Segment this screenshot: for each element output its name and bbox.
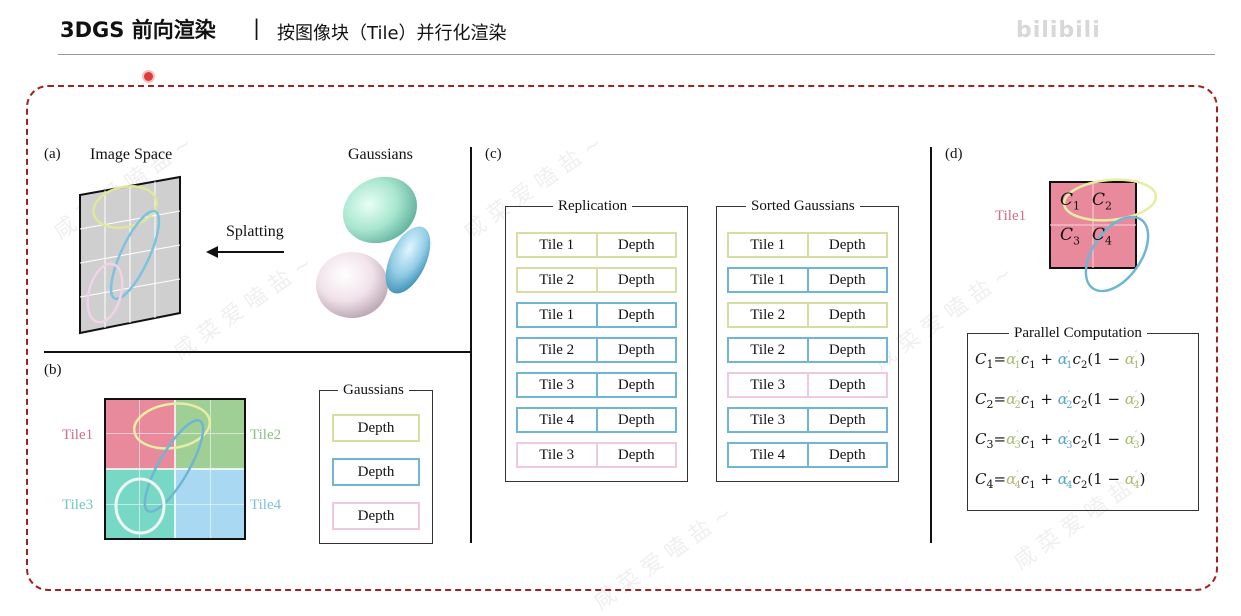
sorted-tile-id: Tile 2	[729, 304, 809, 326]
replication-depth: Depth	[617, 271, 655, 288]
sorted-tile-id: Tile 2	[729, 339, 809, 361]
panel-d-label: (d)	[945, 146, 963, 162]
sorted-row: Tile 1 Depth	[727, 267, 888, 293]
pixel-c4: C4	[1092, 225, 1113, 248]
sorted-depth: Depth	[828, 306, 866, 323]
replication-tile-id: Tile 3	[518, 374, 598, 396]
replication-tile-id: Tile 1	[518, 304, 598, 326]
equation-subscript: 3	[986, 438, 994, 451]
sorted-tile-id: Tile 1	[729, 269, 809, 291]
equation-subscript: 1	[986, 358, 994, 371]
equation-lhs: C	[975, 390, 987, 408]
sorted-row: Tile 4 Depth	[727, 442, 888, 468]
equation-lhs: C	[975, 350, 987, 368]
bilibili-logo: bilibili	[1016, 18, 1101, 43]
replication-tile-id: Tile 2	[518, 269, 598, 291]
tile1-label: Tile1	[62, 427, 94, 443]
replication-depth: Depth	[617, 411, 655, 428]
panel-a-illustration	[79, 175, 431, 335]
sorted-row: Tile 3 Depth	[727, 407, 888, 433]
panel-a-label: (a)	[44, 146, 61, 162]
sorted-depth: Depth	[828, 411, 866, 428]
sorted-depth: Depth	[828, 446, 866, 463]
pixel-c3: C3	[1060, 225, 1081, 248]
equation-lhs: C	[975, 470, 987, 488]
pixel-c1: C1	[1060, 190, 1081, 213]
sorted-depth: Depth	[828, 341, 866, 358]
parallel-computation-title: Parallel Computation	[1009, 325, 1147, 342]
sorted-depth: Depth	[828, 271, 866, 288]
sorted-depth: Depth	[828, 376, 866, 393]
sorted-tile-id: Tile 1	[729, 234, 809, 256]
replication-row: Tile 3 Depth	[516, 442, 677, 468]
sorted-row: Tile 2 Depth	[727, 337, 888, 363]
equation-subscript: 4	[986, 478, 994, 491]
sorted-depth: Depth	[828, 236, 866, 253]
divider-vertical-left	[470, 147, 472, 543]
replication-tile-id: Tile 3	[518, 444, 598, 466]
tile3-label: Tile3	[62, 497, 94, 513]
replication-depth: Depth	[617, 341, 655, 358]
sorted-row: Tile 3 Depth	[727, 372, 888, 398]
image-space-label: Image Space	[90, 146, 173, 163]
panel-b-label: (b)	[44, 362, 62, 378]
laser-pointer-dot	[144, 72, 153, 81]
replication-depth: Depth	[617, 236, 655, 253]
sorted-tile-id: Tile 3	[729, 409, 809, 431]
sorted-tile-id: Tile 4	[729, 444, 809, 466]
replication-row: Tile 1 Depth	[516, 232, 677, 258]
gaussian-ellipsoids	[316, 176, 431, 318]
replication-depth: Depth	[617, 306, 655, 323]
replication-tile-id: Tile 4	[518, 409, 598, 431]
equation-c1: C1=α′1c1 + α′1c2(1 − α′1)	[975, 350, 1146, 371]
equation-subscript: 2	[986, 398, 994, 411]
replication-tile-id: Tile 2	[518, 339, 598, 361]
replication-row: Tile 4 Depth	[516, 407, 677, 433]
header-divider	[58, 54, 1215, 55]
gaussians-box-title: Gaussians	[338, 382, 409, 399]
replication-row: Tile 3 Depth	[516, 372, 677, 398]
sorted-title: Sorted Gaussians	[746, 198, 860, 215]
tile2-label: Tile2	[250, 427, 282, 443]
content-frame	[26, 85, 1218, 591]
page-title: 3DGS 前向渲染	[60, 18, 216, 42]
equation-c4: C4=α′4c1 + α′4c2(1 − α′4)	[975, 470, 1146, 491]
tile4-label: Tile4	[250, 497, 282, 513]
divider-horizontal	[44, 351, 470, 353]
replication-depth: Depth	[617, 376, 655, 393]
sorted-row: Tile 2 Depth	[727, 302, 888, 328]
panel-c-label: (c)	[485, 146, 502, 162]
replication-depth: Depth	[617, 446, 655, 463]
replication-tile-id: Tile 1	[518, 234, 598, 256]
replication-title: Replication	[553, 198, 633, 215]
image-plane	[79, 175, 181, 335]
equation-lhs: C	[975, 430, 987, 448]
tile1-label-d: Tile1	[995, 208, 1027, 224]
tile-pixel-diagram	[1049, 178, 1158, 293]
equation-c2: C2=α′2c1 + α′2c2(1 − α′2)	[975, 390, 1146, 411]
sorted-row: Tile 1 Depth	[727, 232, 888, 258]
replication-row: Tile 1 Depth	[516, 302, 677, 328]
equation-c3: C3=α′3c1 + α′3c2(1 − α′3)	[975, 430, 1146, 451]
tile-grid	[104, 398, 246, 540]
gaussian-depth-blue: Depth	[332, 458, 420, 486]
gaussian-depth-yellow: Depth	[332, 414, 420, 442]
sorted-tile-id: Tile 3	[729, 374, 809, 396]
page-subtitle: 按图像块（Tile）并行化渲染	[277, 23, 507, 44]
divider-vertical-right	[930, 147, 932, 543]
gaussian-depth-pink: Depth	[332, 502, 420, 530]
replication-row: Tile 2 Depth	[516, 337, 677, 363]
title-separator: |	[253, 16, 261, 40]
gaussians-label: Gaussians	[348, 146, 413, 163]
replication-row: Tile 2 Depth	[516, 267, 677, 293]
splatting-label: Splatting	[226, 223, 284, 240]
pixel-c2: C2	[1092, 190, 1113, 213]
splatting-arrow	[206, 246, 284, 258]
